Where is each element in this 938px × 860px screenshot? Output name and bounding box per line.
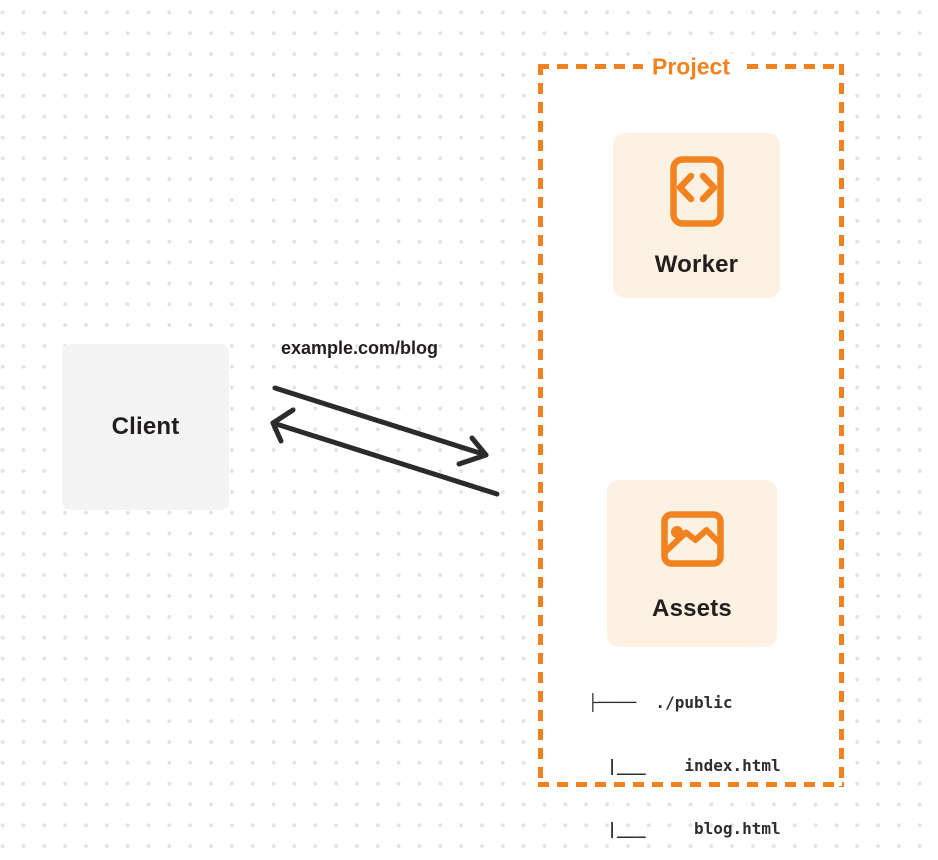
image-icon	[660, 511, 724, 567]
arrow-client-to-project-head	[456, 435, 489, 467]
arrow-client-to-project	[272, 385, 489, 458]
worker-card: Worker	[613, 133, 780, 298]
arrow-project-to-client	[270, 420, 500, 497]
project-border-left	[538, 64, 543, 787]
project-border-right	[839, 64, 844, 787]
request-url-label: example.com/blog	[281, 338, 439, 358]
file-tree-line-blog: |___ blog.html	[588, 819, 781, 838]
arrow-project-to-client-head	[270, 407, 296, 444]
client-label: Client	[111, 413, 180, 440]
file-tree-line-root: ├──── ./public	[588, 693, 733, 712]
project-box: Project Worker Assets ├──── ./public |__…	[538, 53, 844, 838]
worker-label: Worker	[654, 251, 739, 278]
project-border-bottom	[538, 782, 844, 787]
file-tree: ├──── ./public |___ index.html |___ blog…	[588, 650, 781, 860]
assets-card: Assets	[607, 480, 777, 647]
code-file-icon	[669, 156, 724, 227]
file-tree-line-index: |___ index.html	[588, 756, 781, 775]
project-label: Project	[643, 53, 739, 80]
client-box: Client	[62, 344, 229, 510]
assets-label: Assets	[652, 595, 732, 622]
